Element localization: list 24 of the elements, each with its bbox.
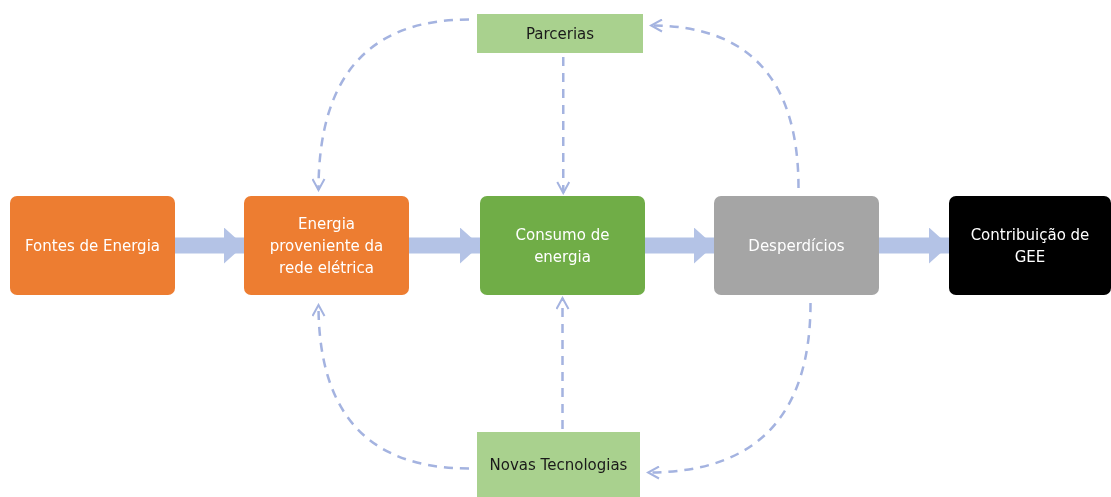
note-box — [477, 432, 640, 497]
dashed-arrow — [650, 19, 800, 189]
note-box — [477, 14, 643, 53]
process-box — [480, 196, 645, 295]
box-label: Desperdícios — [748, 235, 845, 257]
dashed-arrow — [311, 304, 470, 470]
block-arrow — [409, 227, 480, 264]
process-box — [10, 196, 175, 295]
box-label: Fontes de Energia — [25, 235, 160, 257]
box-label: Novas Tecnologias — [489, 454, 628, 476]
box-label: Parcerias — [525, 23, 595, 45]
dashed-arrow — [647, 302, 812, 479]
dashed-arrow — [555, 297, 570, 429]
block-arrow — [879, 227, 949, 264]
process-box — [244, 196, 409, 295]
block-arrow — [645, 227, 714, 264]
process-box — [949, 196, 1111, 295]
box-label: Energia proveniente da rede elétrica — [268, 213, 385, 279]
box-label: Consumo de energia — [514, 224, 611, 268]
process-box — [714, 196, 879, 295]
dashed-arrow — [311, 18, 470, 191]
box-label: Contribuição de GEE — [969, 224, 1091, 268]
block-arrow — [175, 227, 244, 264]
dashed-arrow — [556, 57, 571, 194]
